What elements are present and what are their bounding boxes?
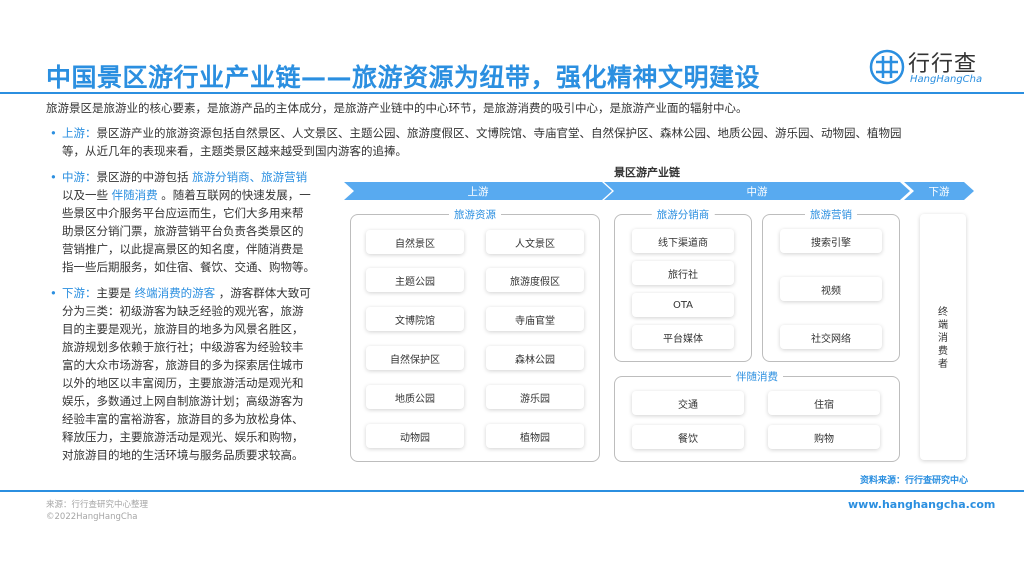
- resource-item: 人文景区: [486, 230, 584, 254]
- group-label: 旅游资源: [449, 207, 501, 222]
- header-divider: [0, 92, 1024, 94]
- resource-item: 自然景区: [366, 230, 464, 254]
- group-label: 旅游分销商: [651, 207, 715, 222]
- resource-item: 地质公园: [366, 385, 464, 409]
- group-consumption: 伴随消费: [614, 369, 900, 462]
- downstream-text-line: 娱乐，多数通过上网自制旅游计划；高级游客为: [62, 394, 304, 408]
- upstream-text-line: 景区游产业的旅游资源包括自然景区、人文景区、主题公园、旅游度假区、文博院馆、寺庙…: [96, 126, 902, 140]
- resource-item: 植物园: [486, 424, 584, 448]
- midstream-text-line: 助景区分销门票，旅游营销平台负责各类景区的: [62, 224, 304, 238]
- end-consumer-char: 端: [938, 320, 948, 331]
- footer-source: 来源：行行查研究中心整理: [46, 500, 149, 510]
- group-label: 旅游营销: [805, 207, 857, 222]
- group-distributors: 旅游分销商: [614, 207, 752, 362]
- upstream-text-line: 等，从近几年的表现来看，主题类景区越来越受到国内游客的追捧。: [62, 144, 407, 158]
- footer-divider: [0, 490, 1024, 492]
- diagram-title: 景区游产业链: [614, 166, 680, 179]
- end-consumer-char: 者: [938, 359, 948, 370]
- downstream-highlight: 终端消费的游客: [134, 286, 216, 300]
- consumption-item: 购物: [768, 425, 880, 449]
- downstream-text-line: 对旅游目的地的生活环境与服务品质要求较高。: [62, 448, 304, 462]
- midstream-text: 。随着互联网的快速发展，一: [157, 188, 311, 202]
- downstream-text-line: 经验丰富的富裕游客，旅游目的多为放松身体、: [62, 412, 304, 426]
- distributor-item: 线下渠道商: [632, 229, 734, 253]
- bullet-downstream: • 下游：主要是 终端消费的游客 ，游客群体大致可 分为三类：初级游客为缺乏经验…: [50, 284, 346, 464]
- logo-text-en: HangHangCha: [910, 74, 983, 85]
- downstream-text-line: 富的大众市场游客，旅游目的多为探索居住城市: [62, 358, 304, 372]
- resource-item: 旅游度假区: [486, 268, 584, 292]
- midstream-text: 以及一些: [62, 188, 112, 202]
- marketing-item: 搜索引擎: [780, 229, 882, 253]
- end-consumer-char: 终: [938, 307, 948, 318]
- midstream-highlight: 伴随消费: [111, 188, 158, 202]
- data-source-note: 资料来源：行行查研究中心: [860, 476, 969, 486]
- distributor-item: OTA: [632, 293, 734, 317]
- stage-arrow-midstream: 中游: [604, 182, 910, 200]
- marketing-item: 视频: [780, 277, 882, 301]
- midstream-text-line: 指一些后期服务，如住宿、餐饮、交通、购物等。: [62, 260, 315, 274]
- resource-item: 森林公园: [486, 346, 584, 370]
- midstream-highlight: 旅游分销商、旅游营销: [192, 170, 308, 184]
- group-label: 伴随消费: [731, 369, 783, 384]
- resource-item: 动物园: [366, 424, 464, 448]
- intro-text: 旅游景区是旅游业的核心要素，是旅游产品的主体成分，是旅游产业链中的中心环节，是旅…: [46, 101, 748, 115]
- downstream-text: ，游客群体大致可: [215, 286, 311, 300]
- bullet-label-upstream: 上游：: [62, 126, 97, 140]
- downstream-text-line: 分为三类：初级游客为缺乏经验的观光客，旅游: [62, 304, 304, 318]
- end-consumer-box: 终 端 消 费 者: [920, 214, 966, 460]
- bullet-dot-icon: •: [50, 170, 57, 184]
- end-consumer-char: 消: [938, 333, 948, 344]
- logo-text-cn: 行行查: [908, 52, 978, 77]
- downstream-text: 主要是: [96, 286, 135, 300]
- consumption-item: 住宿: [768, 391, 880, 415]
- downstream-text-line: 以外的地区以丰富阅历，主要旅游活动是观光和: [62, 376, 304, 390]
- logo-mark-icon: [869, 49, 905, 85]
- midstream-text-line: 些景区中介服务平台应运而生，它们大多用来帮: [62, 206, 304, 220]
- page-title: 中国景区游行业产业链——旅游资源为纽带，强化精神文明建设: [46, 63, 761, 92]
- marketing-item: 社交网络: [780, 325, 882, 349]
- end-consumer-char: 费: [938, 346, 948, 357]
- stage-arrow-downstream: 下游: [904, 182, 974, 200]
- group-marketing: 旅游营销: [762, 207, 900, 362]
- midstream-text-line: 营销推广，以此提高景区的知名度，伴随消费是: [62, 242, 304, 256]
- downstream-text-line: 释放压力，主要旅游活动是观光、娱乐和购物，: [62, 430, 304, 444]
- footer-copyright: ©2022HangHangCha: [46, 512, 138, 522]
- brand-logo[interactable]: 行行查 HangHangCha: [868, 46, 988, 90]
- group-resources: 旅游资源: [350, 207, 600, 462]
- footer-site-link[interactable]: www.hanghangcha.com: [848, 498, 996, 511]
- midstream-text: 景区游的中游包括: [96, 170, 193, 184]
- distributor-item: 旅行社: [632, 261, 734, 285]
- end-consumer-label: 终 端 消 费 者: [920, 306, 966, 371]
- bullet-dot-icon: •: [50, 286, 57, 300]
- resource-item: 寺庙官堂: [486, 307, 584, 331]
- resource-item: 游乐园: [486, 385, 584, 409]
- bullet-midstream: • 中游：景区游的中游包括 旅游分销商、旅游营销 以及一些 伴随消费 。随着互联…: [50, 168, 346, 276]
- bullet-label-midstream: 中游：: [62, 170, 97, 184]
- bullet-label-downstream: 下游：: [62, 286, 97, 300]
- downstream-text-line: 目的主要是观光，旅游目的地多为风景名胜区，: [62, 322, 304, 336]
- bullet-upstream: • 上游：景区游产业的旅游资源包括自然景区、人文景区、主题公园、旅游度假区、文博…: [50, 124, 992, 160]
- bullet-dot-icon: •: [50, 126, 57, 140]
- consumption-item: 餐饮: [632, 425, 744, 449]
- consumption-item: 交通: [632, 391, 744, 415]
- resource-item: 自然保护区: [366, 346, 464, 370]
- distributor-item: 平台媒体: [632, 325, 734, 349]
- stage-arrow-upstream: 上游: [344, 182, 612, 200]
- resource-item: 文博院馆: [366, 307, 464, 331]
- resource-item: 主题公园: [366, 268, 464, 292]
- downstream-text-line: 旅游规划多依赖于旅行社；中级游客为经验较丰: [62, 340, 304, 354]
